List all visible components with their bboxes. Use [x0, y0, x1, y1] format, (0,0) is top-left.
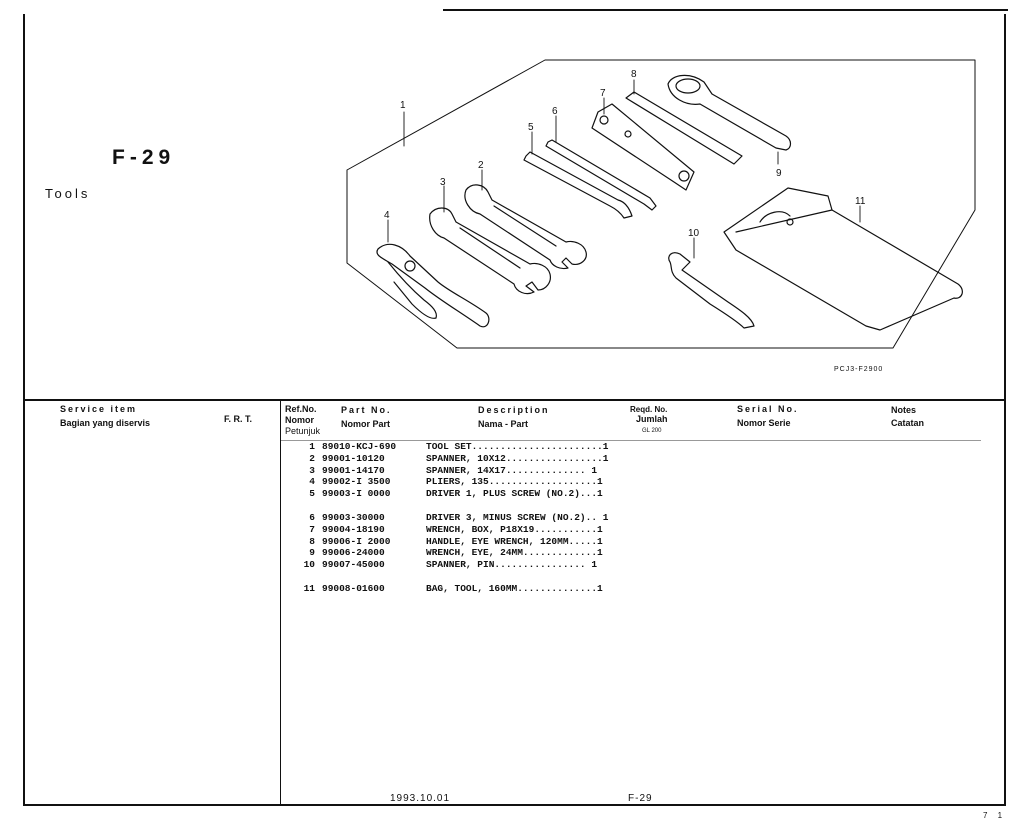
page-number: 7 1	[983, 811, 1007, 820]
part-number: 99004-18190	[322, 523, 385, 535]
eye-wrench-handle-icon	[625, 91, 743, 165]
header-part-no-alt: Nomor Part	[341, 419, 391, 429]
table-row: 5 99003-I 0000 DRIVER 1, PLUS SCREW (NO.…	[293, 488, 774, 500]
callout-9: 9	[776, 168, 782, 179]
header-serial-no-alt: Nomor Serie	[737, 418, 791, 428]
part-number: 89010-KCJ-690	[322, 441, 397, 452]
top-rule	[443, 9, 1008, 11]
header-notes-alt: Catatan	[891, 418, 925, 428]
callout-4: 4	[384, 210, 390, 221]
header-reqd-alt: Jumlah	[636, 414, 668, 424]
part-number: 99001-10120	[322, 452, 385, 464]
part-description: SPANNER, 14X17.............. 1	[426, 464, 598, 476]
part-number: 99003-30000	[322, 511, 385, 523]
footer-date: 1993.10.01	[390, 793, 451, 804]
table-row: 7 99004-18190 WRENCH, BOX, P18X19.......…	[293, 524, 774, 536]
callout-7: 7	[600, 88, 606, 99]
part-number: 99002-I 3500	[322, 476, 391, 488]
part-number: 99003-I 0000	[322, 488, 391, 500]
header-underline	[281, 440, 981, 441]
header-ref-no-alt: Nomor	[285, 415, 314, 425]
ref-number: 8	[309, 535, 315, 547]
part-number: 99001-14170	[322, 464, 385, 476]
part-description: DRIVER 1, PLUS SCREW (NO.2)...1	[426, 488, 603, 500]
page-code: F-29	[112, 146, 176, 169]
pliers-icon	[376, 243, 490, 328]
parts-list: 1 89010-KCJ-690 TOOL SET................…	[293, 441, 774, 595]
part-description: WRENCH, EYE, 24MM.............1	[426, 547, 603, 559]
callout-2: 2	[478, 160, 484, 171]
eye-wrench-icon	[667, 74, 792, 151]
table-row: 4 99002-I 3500 PLIERS, 135..............…	[293, 476, 774, 488]
part-number: 99006-24000	[322, 547, 385, 559]
section-divider	[23, 399, 1006, 401]
part-description: SPANNER, PIN................ 1	[426, 559, 598, 571]
ref-number: 1	[309, 441, 315, 452]
ref-number: 4	[309, 476, 315, 488]
callout-10: 10	[688, 228, 700, 239]
tool-bag-icon	[723, 187, 963, 331]
page-title: Tools	[45, 186, 91, 201]
table-row: 2 99001-10120 SPANNER, 10X12............…	[293, 453, 774, 465]
ref-number: 11	[303, 582, 315, 594]
figure-code: PCJ3-F2900	[834, 366, 884, 373]
header-ref-no: Ref.No.	[285, 404, 317, 414]
callout-3: 3	[440, 177, 446, 188]
part-description: SPANNER, 10X12.................1	[426, 452, 609, 464]
table-row: 6 99003-30000 DRIVER 3, MINUS SCREW (NO.…	[293, 512, 774, 524]
header-part-no: Part No.	[341, 405, 392, 415]
ref-number: 6	[309, 511, 315, 523]
callout-11: 11	[855, 196, 866, 207]
spanner-10x12-icon	[464, 184, 587, 270]
table-row: 1 89010-KCJ-690 TOOL SET................…	[293, 441, 774, 453]
callout-8: 8	[631, 69, 637, 80]
column-divider	[280, 400, 281, 806]
table-row: 3 99001-14170 SPANNER, 14X17............…	[293, 465, 774, 477]
header-reqd-model: GL 200	[642, 428, 662, 434]
ref-number: 2	[309, 452, 315, 464]
callout-1: 1	[400, 100, 406, 111]
part-description: PLIERS, 135...................1	[426, 476, 603, 488]
header-notes: Notes	[891, 405, 917, 415]
driver-plus-icon	[523, 151, 633, 219]
ref-number: 7	[309, 523, 315, 535]
table-row: 11 99008-01600 BAG, TOOL, 160MM.........…	[293, 583, 774, 595]
header-service-item: Service item	[60, 404, 138, 414]
header-ref-no-alt2: Petunjuk	[285, 426, 321, 436]
part-number: 99007-45000	[322, 559, 385, 571]
header-service-item-alt: Bagian yang diservis	[60, 418, 151, 428]
header-frt: F. R. T.	[224, 414, 253, 424]
table-row: 9 99006-24000 WRENCH, EYE, 24MM.........…	[293, 547, 774, 559]
spanner-14x17-icon	[429, 207, 551, 295]
callout-5: 5	[528, 122, 534, 133]
header-reqd: Reqd. No.	[630, 405, 668, 414]
part-number: 99006-I 2000	[322, 535, 391, 547]
page-frame	[23, 14, 1006, 806]
footer-code: F-29	[628, 793, 653, 804]
tools-illustration: 1 2 3 4 5 6 7 8 9 10 11	[346, 59, 976, 349]
table-row: 10 99007-45000 SPANNER, PIN.............…	[293, 559, 774, 571]
callout-6: 6	[552, 106, 558, 117]
driver-minus-icon	[545, 139, 657, 211]
box-wrench-icon	[591, 103, 695, 191]
part-description: DRIVER 3, MINUS SCREW (NO.2).. 1	[426, 511, 609, 523]
part-description: BAG, TOOL, 160MM..............1	[426, 582, 603, 594]
header-serial-no: Serial No.	[737, 404, 799, 414]
ref-number: 5	[309, 488, 315, 500]
ref-number: 10	[303, 559, 315, 571]
part-description: WRENCH, BOX, P18X19...........1	[426, 523, 603, 535]
part-number: 99008-01600	[322, 582, 385, 594]
ref-number: 9	[309, 547, 315, 559]
header-description: Description	[478, 405, 550, 415]
group-outline	[346, 59, 976, 349]
table-row: 8 99006-I 2000 HANDLE, EYE WRENCH, 120MM…	[293, 536, 774, 548]
part-description: HANDLE, EYE WRENCH, 120MM.....1	[426, 535, 603, 547]
pin-spanner-icon	[668, 252, 755, 329]
ref-number: 3	[309, 464, 315, 476]
part-description: TOOL SET.......................1	[426, 441, 609, 452]
header-description-alt: Nama - Part	[478, 419, 529, 429]
